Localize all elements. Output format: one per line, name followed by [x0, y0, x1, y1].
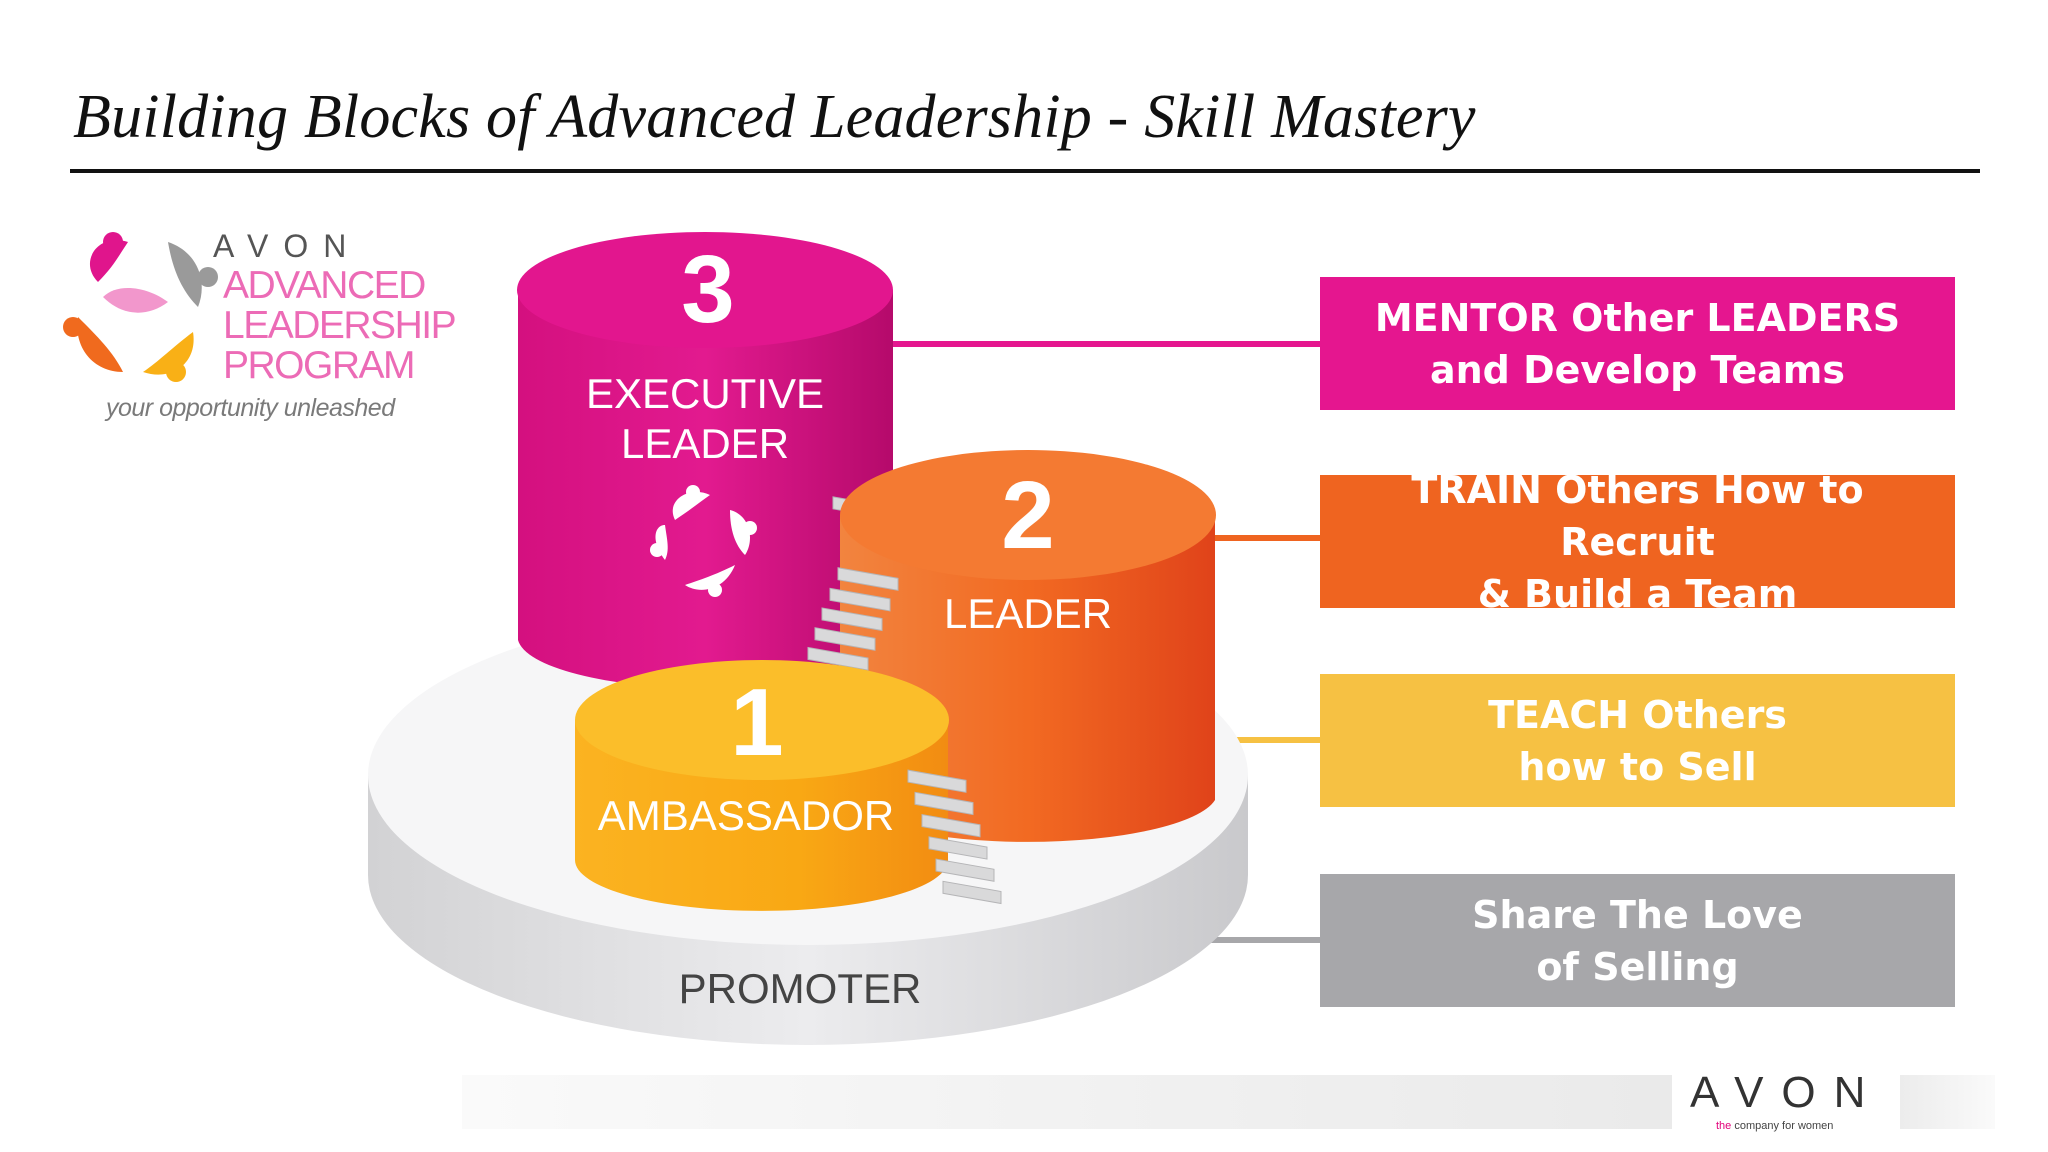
footer-tagline: the company for women — [1716, 1120, 1833, 1132]
tier-ambassador: 1 AMBASSADOR — [575, 660, 949, 911]
slide-title: Building Blocks of Advanced Leadership -… — [73, 83, 1476, 151]
title-divider — [70, 169, 1980, 173]
box-share: Share The Love of Selling — [1320, 874, 1955, 1007]
stairs-to-tier-1 — [907, 769, 1002, 905]
people-circle-icon — [650, 485, 757, 597]
avon-advanced-leadership-logo: AVON ADVANCED LEADERSHIP PROGRAM your op… — [58, 222, 478, 432]
tier-3-number: 3 — [681, 236, 734, 343]
box-train: TRAIN Others How to Recruit & Build a Te… — [1320, 468, 1955, 616]
footer-bar — [462, 1075, 1672, 1129]
box-teach: TEACH Others how to Sell — [1320, 674, 1955, 807]
tier-executive-leader: 3 EXECUTIVE LEADER — [517, 232, 893, 689]
footer-tagline-rest: company for women — [1734, 1120, 1834, 1132]
footer-tagline-the: the — [1716, 1120, 1732, 1132]
tier-1-number: 1 — [730, 669, 783, 776]
footer-brand: AVON — [1690, 1068, 1884, 1117]
tier-2-number: 2 — [1001, 462, 1054, 569]
people-circle-icon — [63, 232, 218, 382]
tier-promoter-label: PROMOTER — [679, 965, 922, 1012]
box-mentor: MENTOR Other LEADERS and Develop Teams — [1320, 277, 1955, 410]
logo-program-name: ADVANCED LEADERSHIP PROGRAM — [223, 264, 457, 387]
tier-1-label: AMBASSADOR — [598, 792, 894, 839]
footer-bar-end — [1900, 1075, 1995, 1129]
tier-3-label-line2: LEADER — [621, 420, 789, 467]
logo-brand: AVON — [213, 228, 362, 264]
logo-tagline: your opportunity unleashed — [106, 394, 395, 422]
tier-3-label-line1: EXECUTIVE — [586, 370, 824, 417]
tier-2-label: LEADER — [944, 590, 1112, 637]
